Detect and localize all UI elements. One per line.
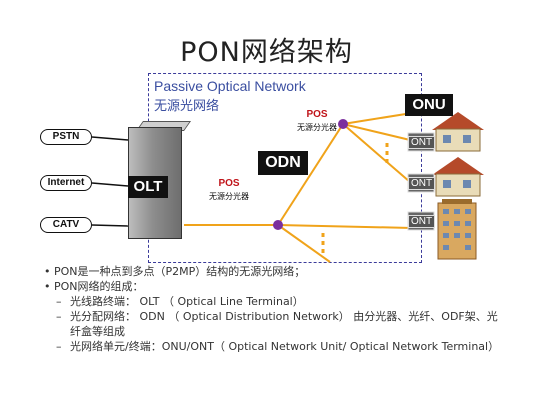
drop-fiber-ont1 xyxy=(342,123,411,141)
service-catv: CATV xyxy=(40,217,92,233)
drop-fiber-ont2 xyxy=(342,123,411,183)
drop-fiber-lower xyxy=(277,224,413,229)
ont-label-2: ONT xyxy=(408,177,436,190)
odn-label: ODN xyxy=(258,151,308,175)
pos-left-subtitle: 无源分光器 xyxy=(209,192,249,201)
sub-bullet-item: 光分配网络： ODN （ Optical Distribution Networ… xyxy=(36,309,506,339)
splitter-ball-lower xyxy=(273,220,283,230)
house-icon-1 xyxy=(432,112,484,152)
pos-left-title: POS xyxy=(218,178,240,189)
feeder-fiber xyxy=(277,123,344,226)
ont-label-3: ONT xyxy=(408,215,436,228)
internet-link xyxy=(91,182,129,187)
pon-chinese-label: 无源光网络 xyxy=(154,99,220,114)
drop-fiber-onu xyxy=(342,112,413,125)
ont-label-1: ONT xyxy=(408,136,436,149)
service-pstn: PSTN xyxy=(40,129,92,145)
house-icon-2 xyxy=(432,157,484,197)
description-list: PON是一种点到多点（P2MP）结构的无源光网络； PON网络的组成： 光线路终… xyxy=(36,264,506,354)
olt-label: OLT xyxy=(128,176,168,198)
pstn-link xyxy=(91,136,129,141)
bullet-item: PON网络的组成： xyxy=(36,279,506,294)
page-title: PON网络架构 xyxy=(180,37,353,68)
drop-fiber-bottom xyxy=(277,224,331,263)
onu-label: ONU xyxy=(405,94,453,116)
catv-link xyxy=(91,224,129,227)
building-icon xyxy=(437,199,477,260)
sub-bullet-item: 光网络单元/终端：ONU/ONT（ Optical Network Unit/ … xyxy=(36,339,506,354)
bullet-item: PON是一种点到多点（P2MP）结构的无源光网络； xyxy=(36,264,506,279)
pos-right-title: POS xyxy=(306,109,328,120)
splitter-ball-upper xyxy=(338,119,348,129)
pos-right-subtitle: 无源分光器 xyxy=(297,123,337,132)
service-internet: Internet xyxy=(40,175,92,191)
sub-bullet-item: 光线路终端： OLT （ Optical Line Terminal） xyxy=(36,294,506,309)
pon-english-label: Passive Optical Network xyxy=(154,78,306,94)
